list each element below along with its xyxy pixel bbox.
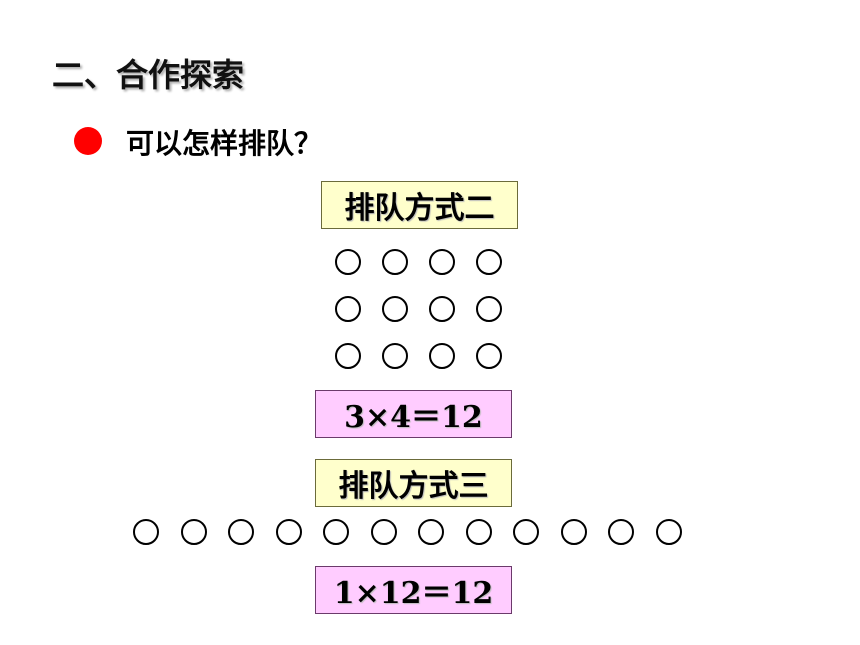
circle-icon — [465, 519, 492, 545]
circle-icon — [275, 519, 302, 545]
arrangement-two-equation: 3×4＝12 — [315, 390, 512, 438]
circle-icon — [418, 519, 444, 545]
arrangement-three-equation: 1×12＝12 — [315, 566, 512, 614]
circle-icon — [323, 519, 349, 545]
section-title: 二、合作探索 — [52, 56, 245, 94]
circle-icon — [476, 296, 502, 322]
circle-icon — [513, 519, 539, 545]
circle-icon — [560, 519, 587, 545]
circle-icon — [382, 249, 408, 275]
circle-icon — [382, 296, 408, 322]
circle-icon — [476, 249, 502, 275]
circle-icon — [608, 519, 634, 545]
circle-icon — [335, 296, 361, 322]
circle-icon — [429, 249, 455, 275]
circle-icon — [382, 343, 408, 369]
circle-icon — [429, 343, 455, 369]
question-text: 可以怎样排队？ — [126, 127, 323, 160]
circle-icon — [655, 519, 682, 545]
circle-icon — [476, 343, 502, 369]
circle-icon — [335, 343, 361, 369]
bullet-dot-icon — [74, 127, 102, 155]
circle-icon — [180, 519, 207, 545]
circle-icon — [335, 249, 361, 275]
arrangement-two-label: 排队方式二 — [321, 181, 518, 229]
circle-icon — [133, 519, 159, 545]
circle-icon — [429, 296, 455, 322]
arrangement-three-label: 排队方式三 — [315, 459, 512, 507]
circle-icon — [370, 519, 397, 545]
circle-icon — [228, 519, 254, 545]
